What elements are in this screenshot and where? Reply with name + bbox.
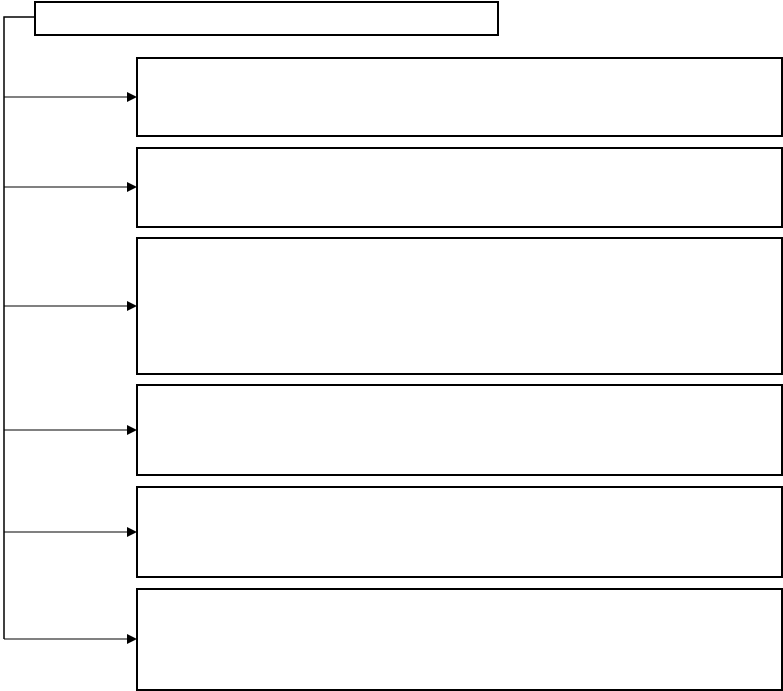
child-box-5: [136, 486, 783, 578]
child-box-3: [136, 237, 783, 375]
child-box-2: [136, 147, 783, 228]
child-box-1: [136, 57, 783, 137]
trunk-line: [3, 16, 34, 639]
child-box-4: [136, 384, 783, 476]
child-box-6: [136, 588, 783, 691]
root-box: [34, 1, 499, 36]
